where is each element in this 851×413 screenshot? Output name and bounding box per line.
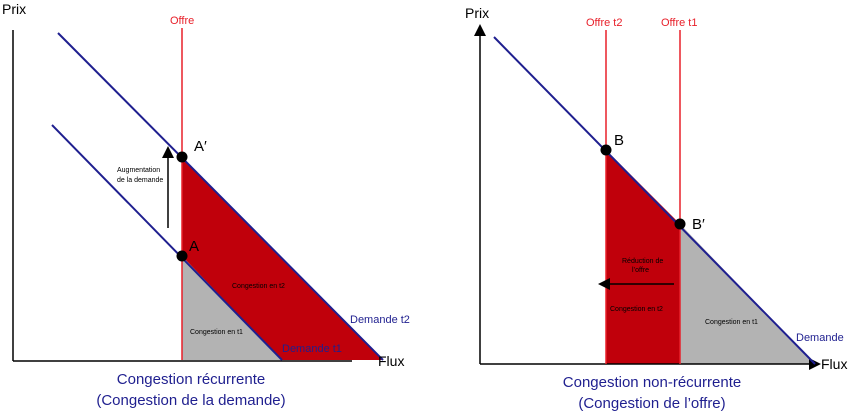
right-demand-label: Demande <box>796 332 844 344</box>
left-demand-t1-label: Demande t1 <box>282 343 342 355</box>
left-point-a <box>176 250 188 262</box>
right-demand-line <box>493 36 816 365</box>
left-x-axis-label: Flux <box>378 353 404 369</box>
right-point-b-label: B <box>614 132 624 149</box>
right-point-b-prime-label: B′ <box>692 216 705 233</box>
right-y-axis-label: Prix <box>465 5 489 21</box>
left-congestion-t2-label: Congestion en t2 <box>232 283 285 290</box>
right-congestion-t2-label: Congestion en t2 <box>610 306 663 313</box>
left-point-a-prime-label: A′ <box>194 138 207 155</box>
left-demand-t1-line <box>51 124 283 361</box>
left-demand-t2-label: Demande t2 <box>350 314 410 326</box>
right-shift-label-line2: l’offre <box>632 267 649 274</box>
left-caption-line1: Congestion récurrente <box>117 371 265 388</box>
right-caption-line1: Congestion non-récurrente <box>563 374 741 391</box>
left-point-a-label: A <box>189 238 199 255</box>
left-shift-label-line1: Augmentation <box>117 167 160 174</box>
right-shift-label-line1: Réduction de <box>622 258 663 265</box>
right-supply-t1-label: Offre t1 <box>661 17 697 29</box>
left-caption-line2: (Congestion de la demande) <box>96 392 285 409</box>
left-shift-label-line2: de la demande <box>117 177 163 184</box>
left-y-axis-label: Prix <box>2 1 26 17</box>
left-supply-label: Offre <box>170 15 194 27</box>
right-point-b-prime <box>674 218 686 230</box>
right-diagram: Prix Flux Offre t2 Offre t1 B B′ Réducti… <box>465 5 847 412</box>
left-point-a-prime <box>176 151 188 163</box>
right-caption-line2: (Congestion de l’offre) <box>578 395 725 412</box>
left-demand-t2-line <box>57 32 384 361</box>
right-congestion-t2-area <box>606 150 680 364</box>
right-congestion-t1-label: Congestion en t1 <box>705 319 758 326</box>
right-x-axis-label: Flux <box>821 356 847 372</box>
left-diagram: Prix Flux Offre A′ A Augmentation de la … <box>2 1 410 409</box>
right-point-b <box>600 144 612 156</box>
right-supply-t2-label: Offre t2 <box>586 17 622 29</box>
left-congestion-t1-label: Congestion en t1 <box>190 329 243 336</box>
